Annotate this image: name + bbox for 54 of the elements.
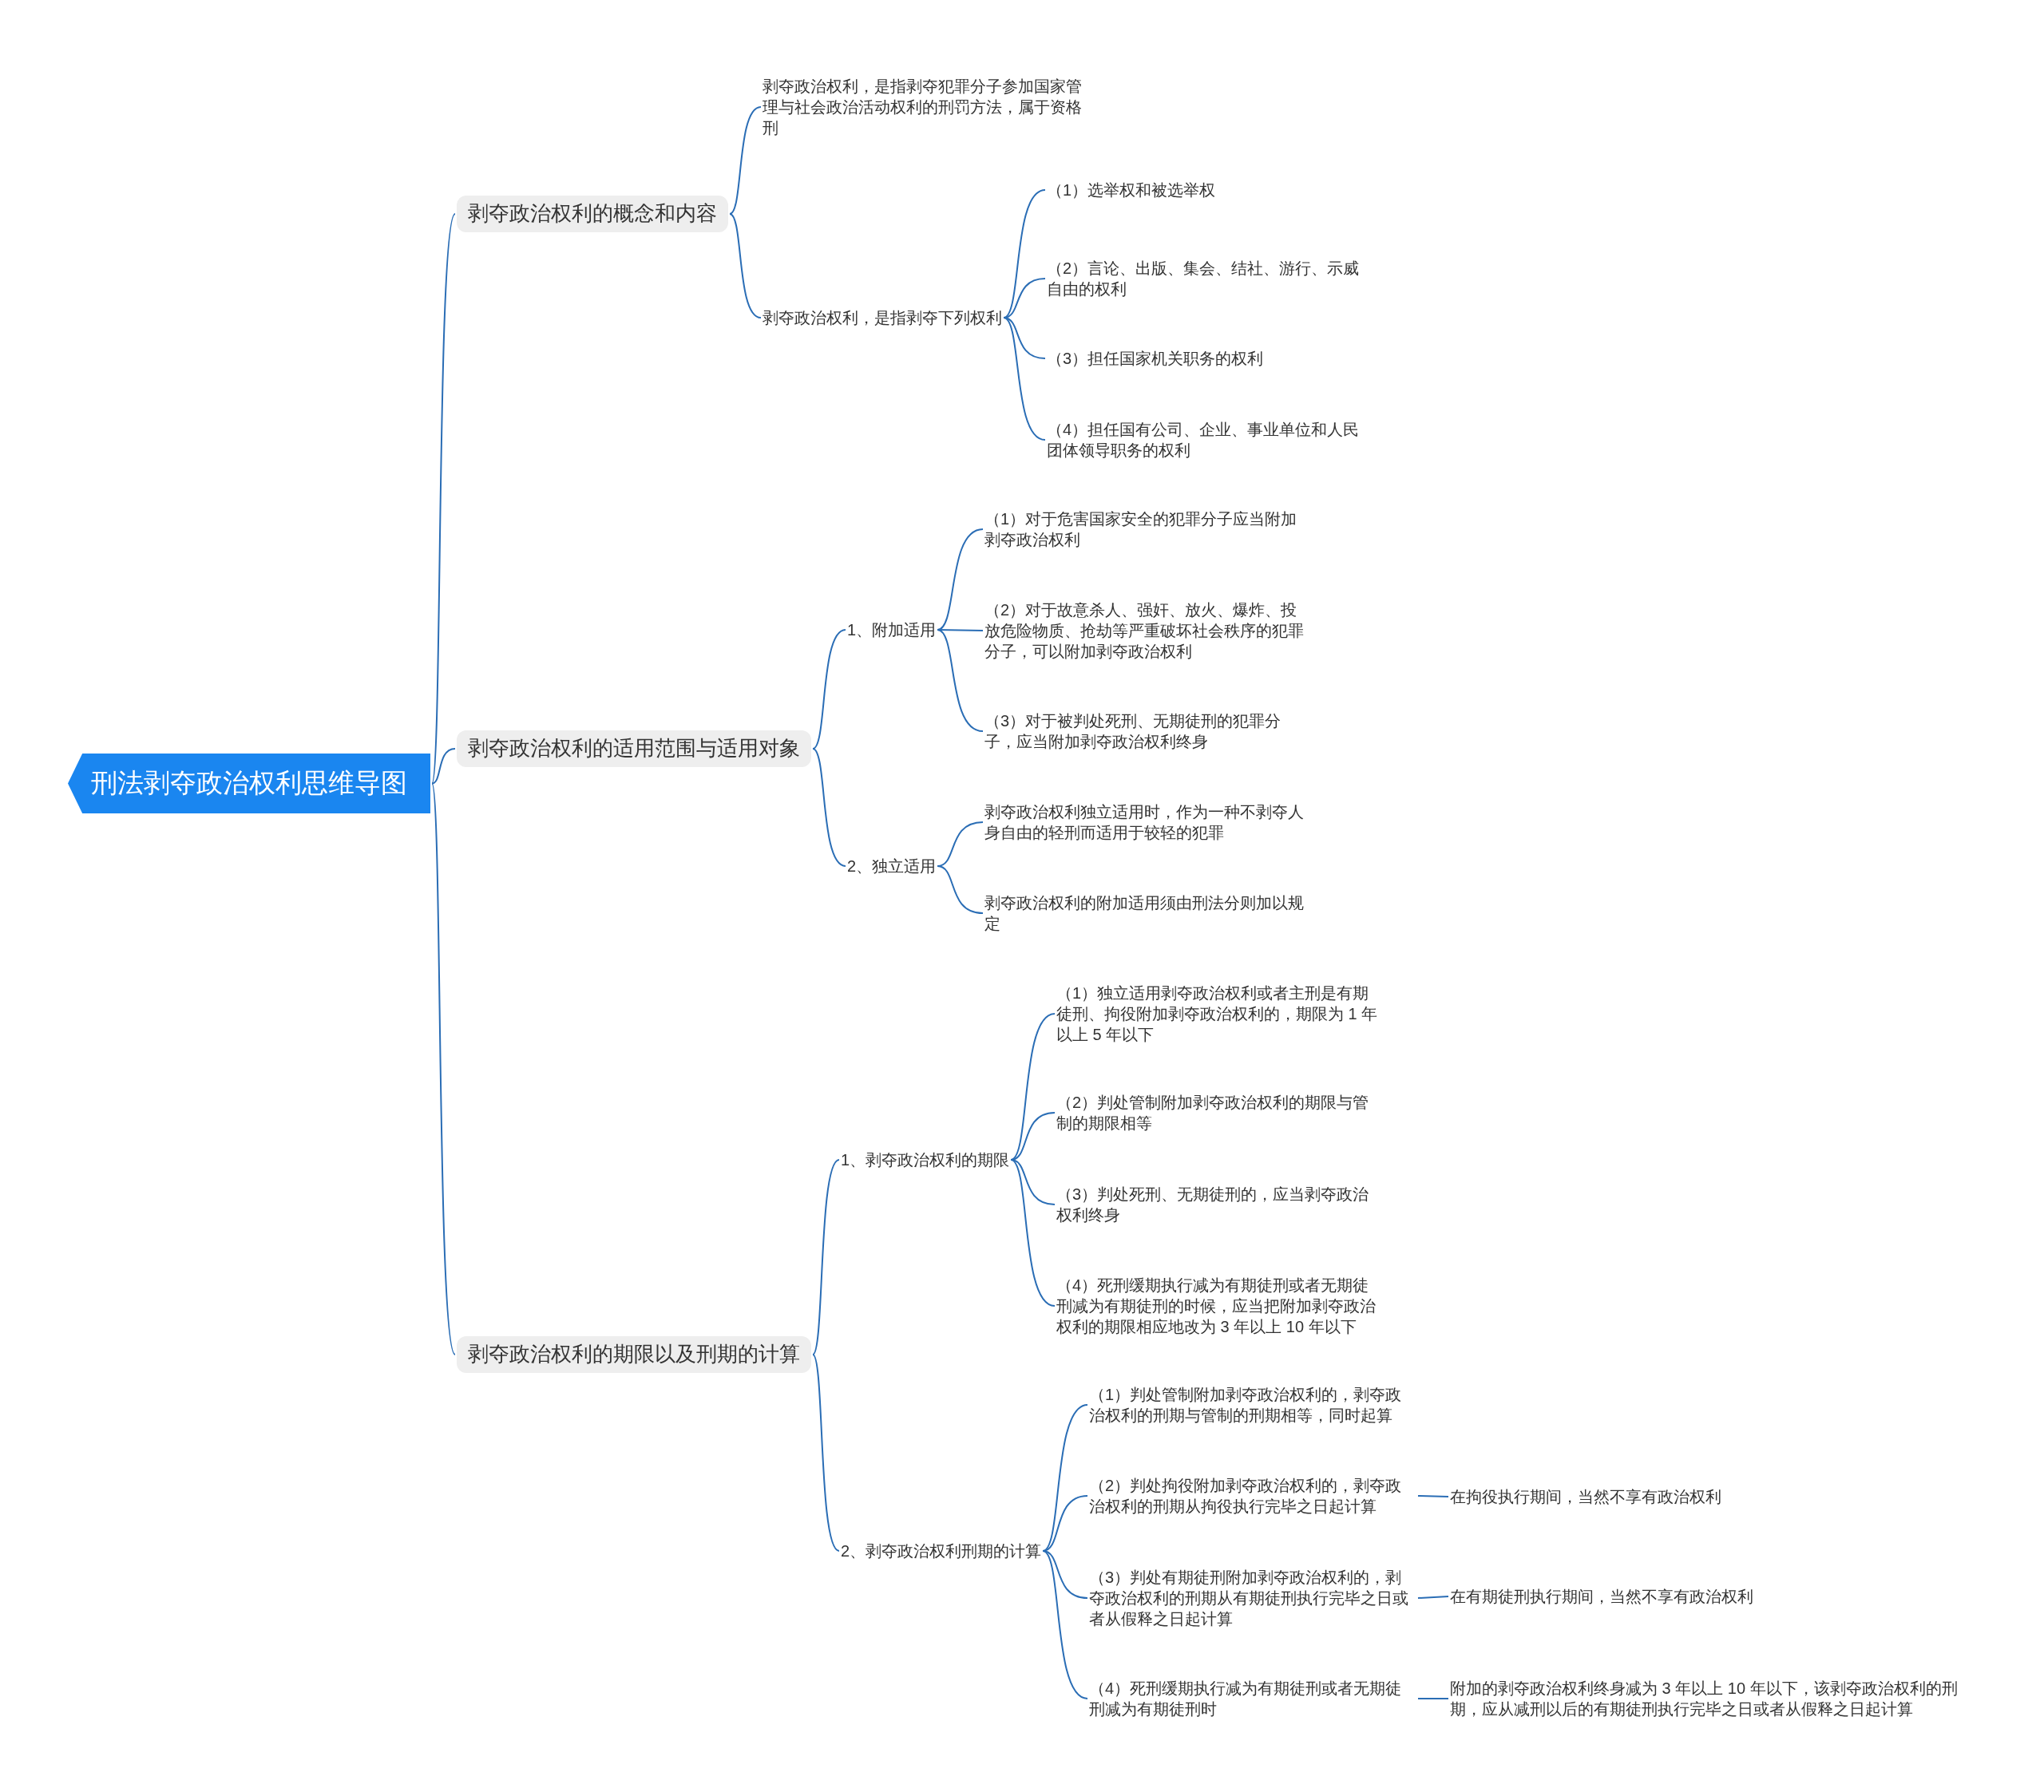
branch-text: （2）言论、出版、集会、结社、游行、示威自由的权利 bbox=[1047, 258, 1374, 299]
branch-text: （4）死刑缓期执行减为有期徒刑或者无期徒刑减为有期徒刑时 bbox=[1089, 1678, 1416, 1719]
connector-line bbox=[1010, 1013, 1056, 1161]
branch-text: （3）判处有期徒刑附加剥夺政治权利的，剥夺政治权利的刑期从有期徒刑执行完毕之日或者从假释之日起计算 bbox=[1089, 1567, 1416, 1629]
connector-line bbox=[937, 528, 984, 631]
branch-text: （2）判处管制附加剥夺政治权利的期限与管制的期限相等 bbox=[1056, 1092, 1384, 1133]
branch-text: （3）对于被判处死刑、无期徒刑的犯罪分子，应当附加剥夺政治权利终身 bbox=[984, 710, 1312, 752]
branch-text: （2）判处拘役附加剥夺政治权利的，剥夺政治权利的刑期从拘役执行完毕之日起计算 bbox=[1089, 1475, 1416, 1517]
branch-text: 在拘役执行期间，当然不享有政治权利 bbox=[1450, 1486, 1721, 1507]
connector-line bbox=[1003, 317, 1046, 441]
branch-text: （3）判处死刑、无期徒刑的，应当剥夺政治权利终身 bbox=[1056, 1184, 1384, 1225]
central-topic-box: 刑法剥夺政治权利思维导图 bbox=[68, 754, 430, 813]
branch-text: 剥夺政治权利的附加适用须由刑法分则加以规定 bbox=[984, 892, 1312, 934]
connector-line bbox=[1417, 1495, 1449, 1497]
branch-text: 剥夺政治权利，是指剥夺下列权利 bbox=[763, 307, 1002, 328]
branch-text: （3）担任国家机关职务的权利 bbox=[1047, 348, 1374, 369]
connector-line bbox=[1417, 1698, 1449, 1699]
connector-line bbox=[812, 1159, 840, 1355]
connector-line bbox=[937, 865, 984, 914]
connector-line bbox=[812, 747, 846, 867]
connector-line bbox=[1042, 1550, 1088, 1699]
branch-text: 2、独立适用 bbox=[847, 856, 937, 876]
connector-line bbox=[1010, 1159, 1056, 1205]
branch-text: （1）选举权和被选举权 bbox=[1047, 180, 1374, 200]
connector-line bbox=[1003, 189, 1046, 318]
branch-text: 剥夺政治权利，是指剥夺犯罪分子参加国家管理与社会政治活动权利的刑罚方法，属于资格刑 bbox=[763, 76, 1090, 138]
branch-text: 1、附加适用 bbox=[847, 619, 937, 640]
branch-text: 2、剥夺政治权利刑期的计算 bbox=[841, 1541, 1042, 1561]
branch-text: 1、剥夺政治权利的期限 bbox=[841, 1149, 1010, 1170]
branch-text: （2）对于故意杀人、强奸、放火、爆炸、投放危险物质、抢劫等严重破坏社会秩序的犯罪分子，可以附加剥夺政治权利 bbox=[984, 599, 1312, 662]
connector-line bbox=[431, 212, 456, 785]
connector-line bbox=[1042, 1550, 1088, 1599]
connector-line bbox=[431, 782, 456, 1355]
connector-line bbox=[1010, 1159, 1056, 1307]
connector-line bbox=[1417, 1596, 1449, 1599]
branch-text: （4）死刑缓期执行减为有期徒刑或者无期徒刑减为有期徒刑的时候，应当把附加剥夺政治权利的期限相应地改为 3 年以上 10 年以下 bbox=[1056, 1275, 1384, 1337]
topic-box: 剥夺政治权利的期限以及刑期的计算 bbox=[457, 1336, 811, 1373]
connector-line bbox=[812, 629, 846, 750]
branch-text: 剥夺政治权利独立适用时，作为一种不剥夺人身自由的轻刑而适用于较轻的犯罪 bbox=[984, 801, 1312, 843]
branch-text: 在有期徒刑执行期间，当然不享有政治权利 bbox=[1450, 1586, 1753, 1607]
branch-text: （1）独立适用剥夺政治权利或者主刑是有期徒刑、拘役附加剥夺政治权利的，期限为 1 年以上 5 年以下 bbox=[1056, 983, 1384, 1045]
connector-line bbox=[1003, 317, 1046, 359]
connector-line bbox=[431, 747, 456, 785]
topic-box: 剥夺政治权利的概念和内容 bbox=[457, 196, 728, 232]
connector-line bbox=[1042, 1404, 1088, 1552]
branch-text: （1）对于危害国家安全的犯罪分子应当附加剥夺政治权利 bbox=[984, 508, 1312, 550]
branch-text: （1）判处管制附加剥夺政治权利的，剥夺政治权利的刑期与管制的刑期相等，同时起算 bbox=[1089, 1384, 1416, 1426]
connector-line bbox=[937, 629, 984, 732]
topic-box: 剥夺政治权利的适用范围与适用对象 bbox=[457, 730, 811, 767]
connector-line bbox=[729, 106, 762, 215]
branch-text: 附加的剥夺政治权利终身减为 3 年以上 10 年以下，该剥夺政治权利的刑期，应从减刑以后的有期徒刑执行完毕之日或者从假释之日起计算 bbox=[1450, 1678, 1969, 1719]
connector-line bbox=[812, 1353, 840, 1552]
connector-line bbox=[729, 212, 762, 318]
branch-text: （4）担任国有公司、企业、事业单位和人民团体领导职务的权利 bbox=[1047, 419, 1374, 461]
